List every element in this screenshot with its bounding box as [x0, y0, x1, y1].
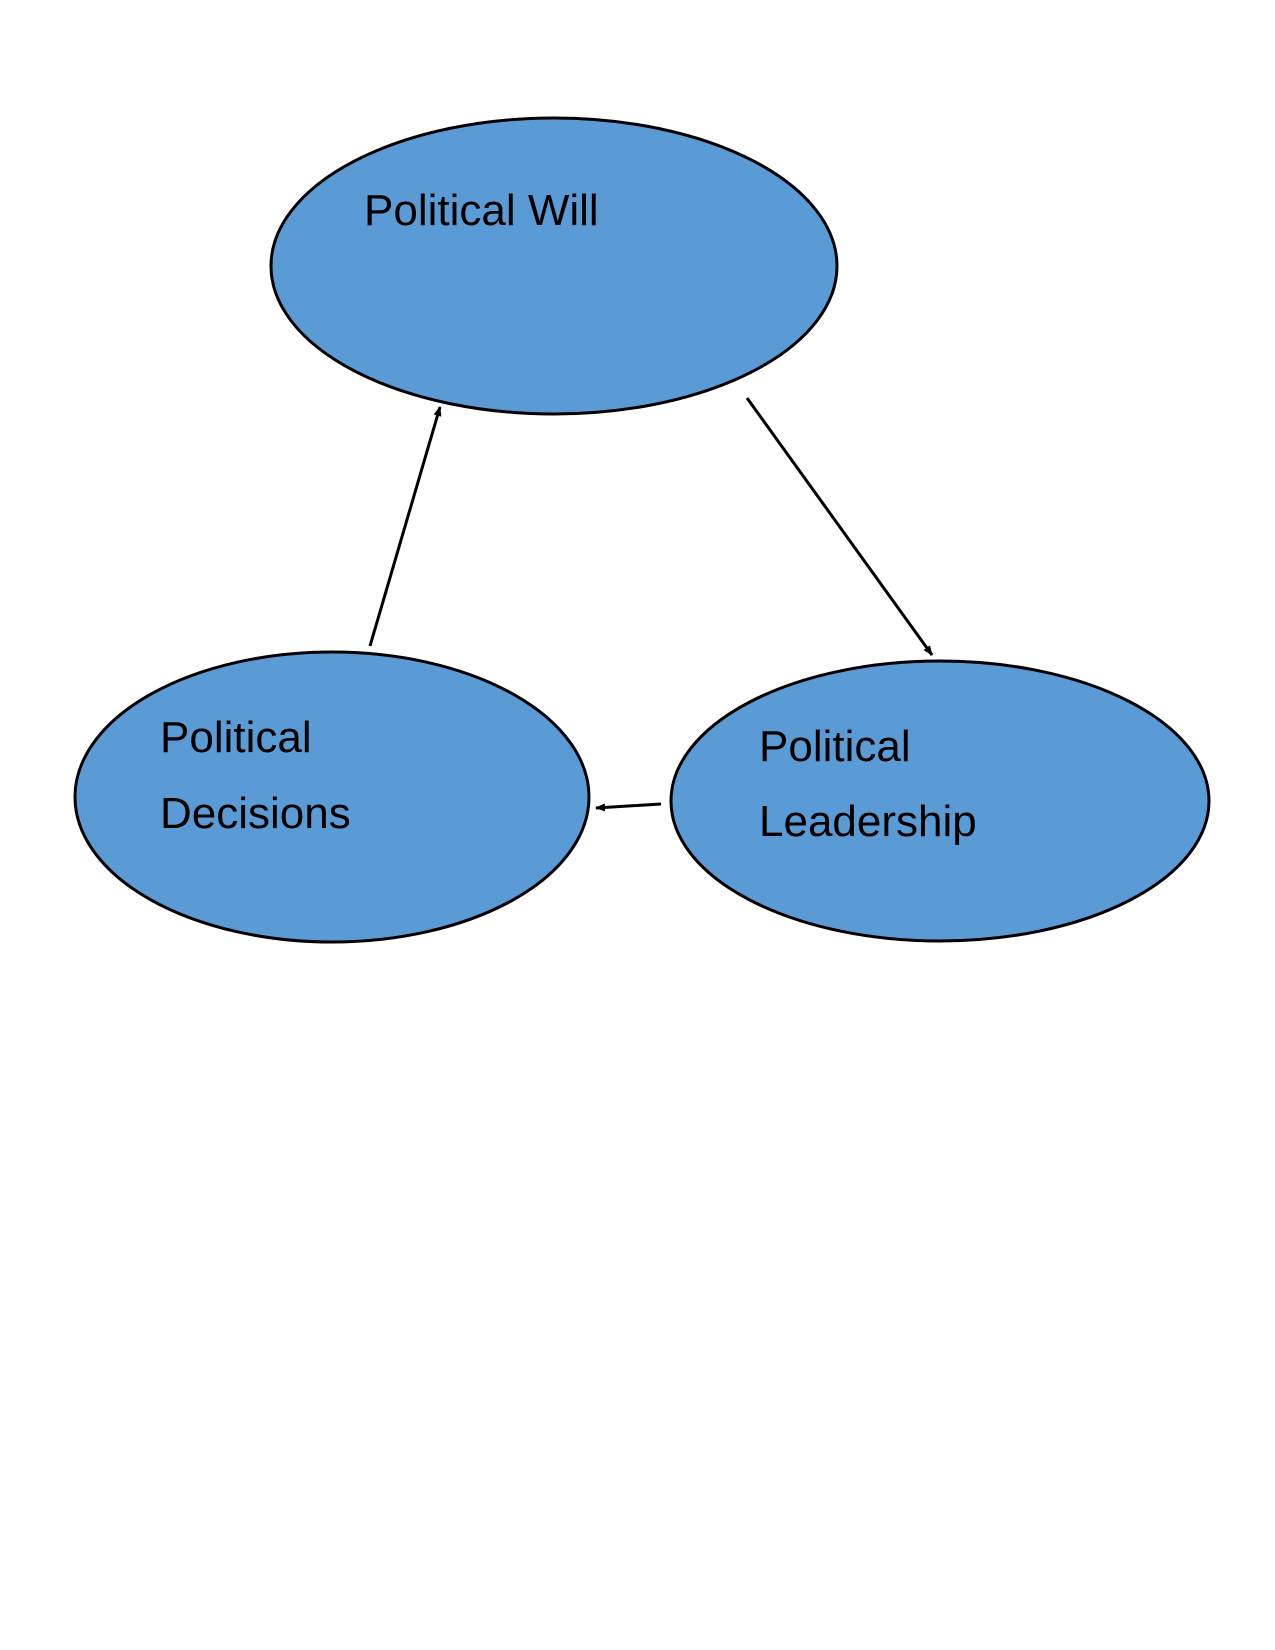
arrow-leadership-to-decisions [595, 802, 662, 812]
arrow-will-to-leadership [745, 397, 934, 656]
node-label-leadership-line2: Leadership [759, 797, 977, 846]
node-political-decisions: Political Decisions [73, 650, 591, 944]
node-political-will: Political Will [269, 116, 839, 416]
arrow-decisions-to-will [368, 406, 442, 647]
node-label-decisions-line2: Decisions [160, 789, 351, 838]
node-label-leadership-line1: Political [759, 722, 911, 771]
node-political-leadership: Political Leadership [669, 659, 1211, 943]
node-label-political-will: Political Will [364, 186, 599, 235]
node-label-decisions-line1: Political [160, 713, 312, 762]
